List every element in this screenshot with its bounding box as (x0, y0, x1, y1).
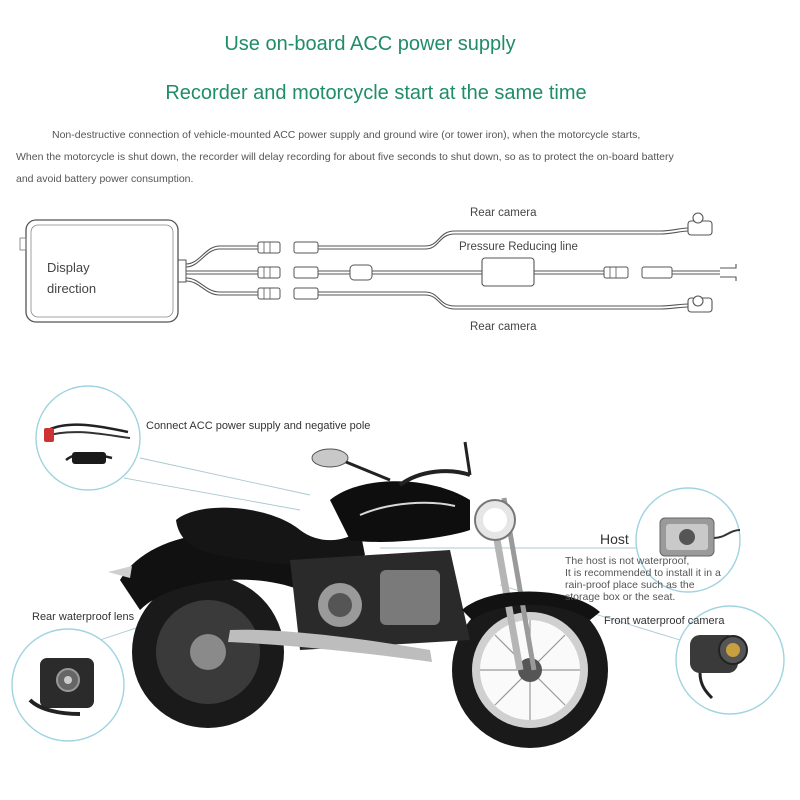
display-label-line-1: Display (47, 260, 90, 275)
pressure-reducing-label: Pressure Reducing line (459, 241, 578, 253)
title-line-2: Recorder and motorcycle start at the sam… (165, 82, 587, 104)
wiring-diagram: Display direction (19, 207, 737, 333)
description-line-2: When the motorcycle is shut down, the re… (16, 151, 674, 163)
rear-camera-bottom-label: Rear camera (470, 321, 537, 333)
rear-lens-callout (11, 628, 125, 742)
display-label-line-2: direction (47, 281, 96, 296)
host-note: The host is not waterproof, It is recomm… (565, 555, 750, 603)
host-note-line-1: The host is not waterproof, (565, 555, 690, 567)
rear-lens-label: Rear waterproof lens (32, 611, 135, 623)
display-unit (19, 219, 187, 323)
title-line-1: Use on-board ACC power supply (224, 33, 516, 55)
rear-camera-top-label: Rear camera (470, 207, 537, 219)
host-callout (635, 487, 741, 593)
terminal-fork (720, 264, 737, 281)
rear-camera-bottom-icon (687, 295, 713, 313)
motorcycle-shape (108, 441, 608, 748)
rear-camera-top-icon (687, 212, 713, 236)
pressure-reducing-box (481, 257, 535, 287)
front-camera-label: Front waterproof camera (604, 615, 725, 627)
description: Non-destructive connection of vehicle-mo… (16, 124, 786, 190)
description-line-3: and avoid battery power consumption. (16, 173, 194, 185)
host-note-line-2: It is recommended to install it in a (565, 567, 721, 579)
host-label: Host (600, 531, 629, 547)
motorcycle-illustration (11, 385, 785, 748)
host-note-line-3: rain-proof place such as the (565, 579, 695, 591)
connector-ridges (263, 242, 617, 299)
description-line-1: Non-destructive connection of vehicle-mo… (52, 129, 641, 141)
cable-lines (185, 227, 720, 310)
acc-power-label: Connect ACC power supply and negative po… (146, 420, 371, 432)
front-camera-callout (675, 605, 785, 715)
cable-connectors (257, 241, 673, 300)
acc-cable-callout (35, 385, 141, 491)
host-note-line-4: storage box or the seat. (565, 591, 676, 603)
